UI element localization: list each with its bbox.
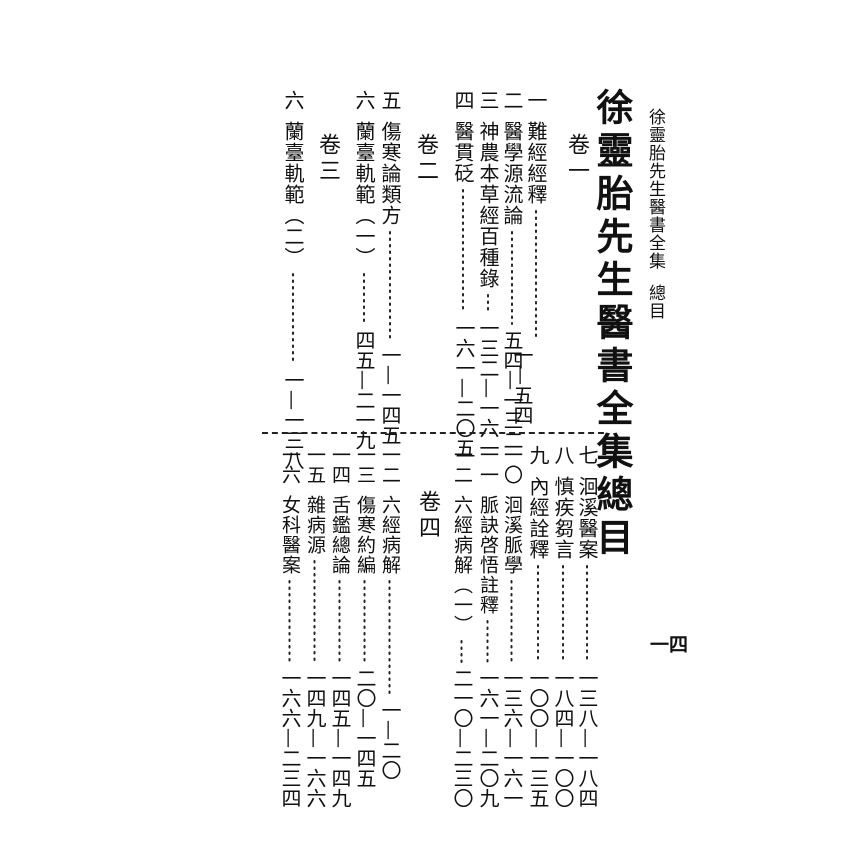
toc-entry[interactable]: 五傷寒論類方 <box>378 90 402 226</box>
toc-entry-number: 一 <box>524 90 548 111</box>
page-number: 一四 <box>650 634 689 656</box>
toc-entry-title: 難經經釋 <box>524 121 548 205</box>
toc-entry[interactable]: 七洄溪醫案 <box>575 445 599 560</box>
toc-entry-pages: 一—五四 <box>510 345 534 425</box>
toc-entry-title: 洄溪醫案 <box>575 476 599 560</box>
toc-entry[interactable]: 一三傷寒約編 <box>354 445 376 575</box>
toc-entry[interactable]: 一六女科醫案 <box>279 445 301 575</box>
toc-entry-title: 神農本草經百種錄 <box>476 121 500 289</box>
toc-entry[interactable]: 一四舌鑑總論 <box>329 445 351 575</box>
toc-entry-title: 六經病解 <box>379 495 401 575</box>
toc-entry-title: 傷寒約編 <box>354 495 376 575</box>
toc-entry-pages: 一〇〇—一三五 <box>526 668 550 808</box>
toc-entry[interactable]: 四醫貫砭 <box>451 90 475 184</box>
toc-entry-pages: 二一〇—二三〇 <box>450 668 474 808</box>
volume-heading: 卷三 <box>315 133 340 185</box>
toc-entry[interactable]: 九內經詮釋 <box>526 445 550 560</box>
volume-heading: 卷四 <box>415 490 440 542</box>
toc-entry-number: 一五 <box>304 445 326 485</box>
toc-entry-title: 洄溪脈學 <box>501 495 523 575</box>
toc-entry-title: 舌鑑總論 <box>329 495 351 575</box>
toc-entry[interactable]: 八慎疾芻言 <box>551 445 575 560</box>
toc-entry-title: 蘭臺軌範（二） <box>281 121 305 268</box>
toc-entry-pages: 一—一四五 <box>378 345 402 445</box>
toc-entry-title: 內經詮釋 <box>526 476 550 560</box>
toc-entry-number: 一三 <box>354 445 376 485</box>
toc-entry-pages: 一六一—二〇五 <box>452 318 476 458</box>
toc-entry-number: 九 <box>526 445 550 466</box>
volume-heading: 卷一 <box>564 133 589 185</box>
toc-entry-pages: 一四九—一六六 <box>303 668 327 808</box>
toc-entry-number: 一二 <box>451 445 473 485</box>
toc-entry-pages: 一三二—一六一 <box>476 318 500 458</box>
toc-entry-title: 脈訣啓悟註釋 <box>477 495 499 615</box>
toc-entry-pages: 一四五—一四九 <box>328 668 352 808</box>
running-header-section: 總目 <box>645 284 665 320</box>
running-header-book: 徐靈胎先生醫書全集 <box>645 108 665 270</box>
toc-entry-pages: 五四—一三二 <box>500 330 524 450</box>
toc-entry-title: 六經病解（一） <box>451 495 473 635</box>
toc-entry-number: 二 <box>500 90 524 111</box>
toc-entry[interactable]: 六蘭臺軌範（二） <box>281 90 305 268</box>
volume-heading: 卷二 <box>413 133 438 185</box>
toc-entry-pages: 一六六—二三四 <box>278 668 302 808</box>
toc-entry-number: 一二 <box>379 445 401 485</box>
toc-entry-number: 五 <box>378 90 402 111</box>
toc-entry[interactable]: 一二六經病解 <box>379 445 401 575</box>
toc-entry-number: 一六 <box>279 445 301 485</box>
toc-entry-number: 七 <box>575 445 599 466</box>
toc-entry-number: 一四 <box>329 445 351 485</box>
section-divider <box>262 432 604 434</box>
page-title: 徐靈胎先生醫書全集總目 <box>590 88 634 561</box>
toc-entry-title: 雜病源 <box>304 495 326 555</box>
toc-entry-pages: 二〇—一四五 <box>353 668 377 788</box>
toc-entry-number: 六 <box>281 90 305 111</box>
toc-entry-pages: 一八四—一〇〇 <box>551 668 575 808</box>
toc-entry-title: 傷寒論類方 <box>378 121 402 226</box>
toc-entry-title: 慎疾芻言 <box>551 476 575 560</box>
toc-entry-number: 六 <box>352 90 376 111</box>
toc-entry-number: 一〇 <box>501 445 523 485</box>
toc-entry[interactable]: 一二六經病解（一） <box>451 445 473 635</box>
toc-entry[interactable]: 一〇洄溪脈學 <box>501 445 523 575</box>
toc-entry-pages: 一三八—一八四 <box>575 668 599 808</box>
running-header: 徐靈胎先生醫書全集總目 <box>645 108 665 320</box>
toc-entry-pages: 一三六—一六一 <box>500 668 524 808</box>
toc-entry-number: 一一 <box>477 445 499 485</box>
toc-entry[interactable]: 一一脈訣啓悟註釋 <box>477 445 499 615</box>
toc-entry-pages: 一—一三八 <box>281 370 305 470</box>
toc-entry-title: 女科醫案 <box>279 495 301 575</box>
toc-entry-pages: 四五—二一九 <box>352 330 376 450</box>
toc-entry[interactable]: 一難經經釋 <box>524 90 548 205</box>
toc-entry[interactable]: 一五雜病源 <box>304 445 326 555</box>
toc-entry-title: 醫學源流論 <box>500 121 524 226</box>
toc-entry-title: 蘭臺軌範（一） <box>352 121 376 268</box>
toc-entry[interactable]: 六蘭臺軌範（一） <box>352 90 376 268</box>
toc-entry-number: 三 <box>476 90 500 111</box>
toc-entry-number: 四 <box>451 90 475 111</box>
toc-entry-pages: 一六一—二〇九 <box>476 668 500 808</box>
toc-entry[interactable]: 三神農本草經百種錄 <box>476 90 500 289</box>
toc-entry[interactable]: 二醫學源流論 <box>500 90 524 226</box>
toc-entry-pages: 一—二〇 <box>378 700 402 780</box>
toc-entry-number: 八 <box>551 445 575 466</box>
toc-entry-title: 醫貫砭 <box>451 121 475 184</box>
